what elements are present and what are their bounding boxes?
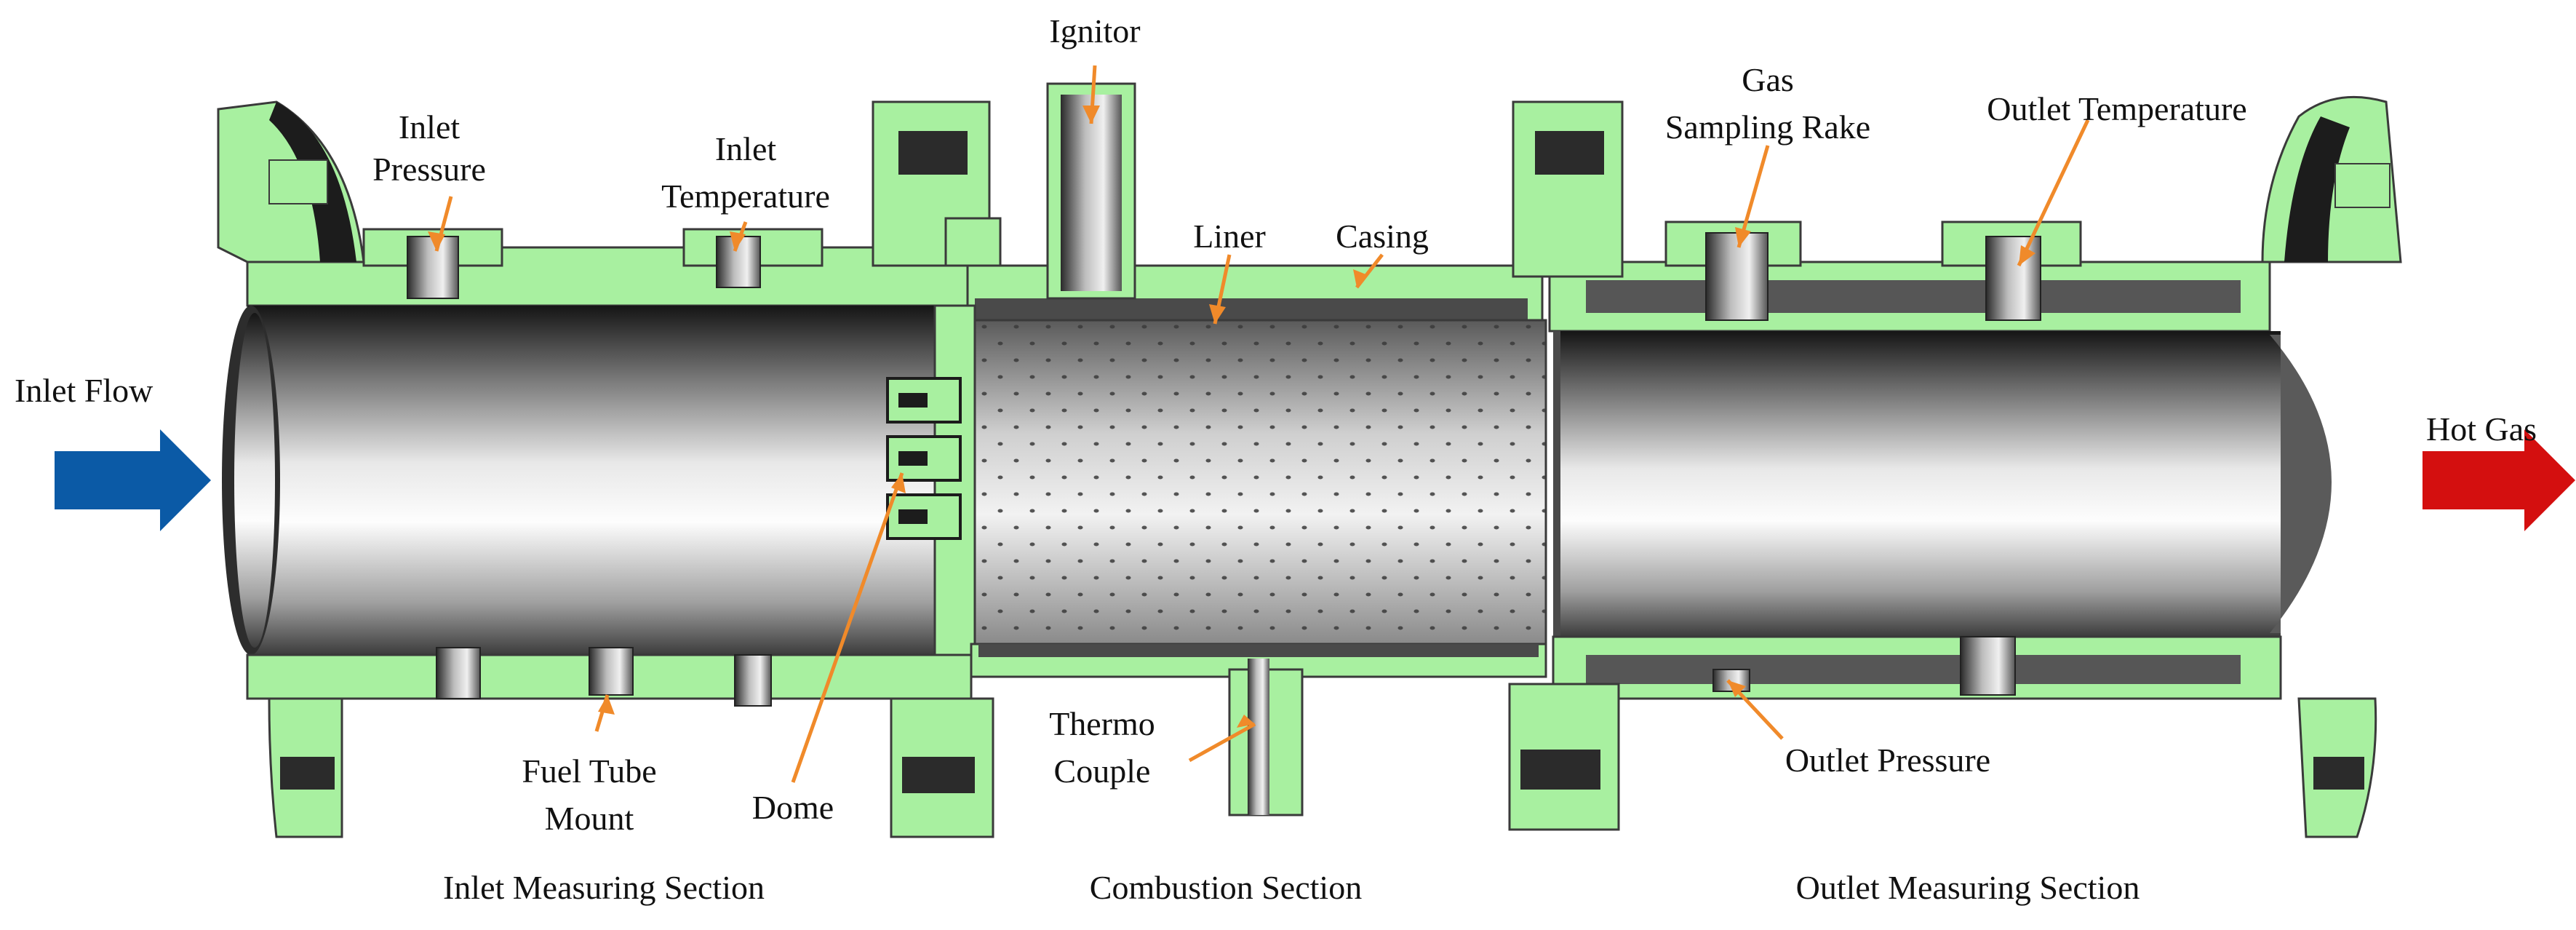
- label-liner: Liner: [1193, 218, 1266, 255]
- top-flanges: [217, 95, 2402, 278]
- label-casing: Casing: [1336, 218, 1429, 255]
- label-hot-gas: Hot Gas: [2426, 410, 2537, 448]
- section-inlet-measuring: Inlet Measuring Section: [443, 869, 765, 906]
- label-inlet-temperature-line2: Temperature: [661, 178, 830, 215]
- label-outlet-pressure: Outlet Pressure: [1785, 742, 1990, 779]
- label-thermo-couple-line1: Thermo: [1049, 705, 1155, 742]
- leader-dome: [791, 472, 904, 783]
- label-outlet-temperature: Outlet Temperature: [1987, 90, 2246, 127]
- label-inlet-flow: Inlet Flow: [15, 372, 153, 409]
- label-ignitor: Ignitor: [1049, 12, 1140, 49]
- leader-lines: [434, 65, 2090, 783]
- label-gas-sampling-rake-line1: Gas: [1742, 61, 1794, 98]
- hot-gas-arrow: [2423, 429, 2575, 531]
- inlet-flow-arrow: [55, 429, 211, 531]
- label-thermo-couple-line2: Couple: [1054, 752, 1151, 790]
- label-inlet-pressure-line1: Inlet: [399, 108, 460, 146]
- component-labels: Inlet Flow Hot Gas Inlet Pressure Inlet …: [15, 12, 2537, 837]
- label-fuel-tube-mount-line2: Mount: [545, 800, 634, 837]
- leader-outlet-temperature: [2017, 119, 2090, 267]
- label-dome: Dome: [752, 789, 834, 826]
- leader-arrowheads: [428, 106, 2035, 728]
- label-inlet-pressure-line2: Pressure: [372, 151, 486, 188]
- label-gas-sampling-rake-line2: Sampling Rake: [1665, 108, 1870, 146]
- flow-tubes: [222, 306, 2332, 655]
- label-inlet-temperature-line1: Inlet: [715, 130, 777, 167]
- dome-assembly: [886, 304, 976, 656]
- section-outlet-measuring: Outlet Measuring Section: [1796, 869, 2140, 906]
- section-labels: Inlet Measuring Section Combustion Secti…: [443, 869, 2140, 906]
- section-combustion: Combustion Section: [1090, 869, 1362, 906]
- label-fuel-tube-mount-line1: Fuel Tube: [522, 752, 656, 790]
- leader-thermo-couple: [1188, 722, 1256, 763]
